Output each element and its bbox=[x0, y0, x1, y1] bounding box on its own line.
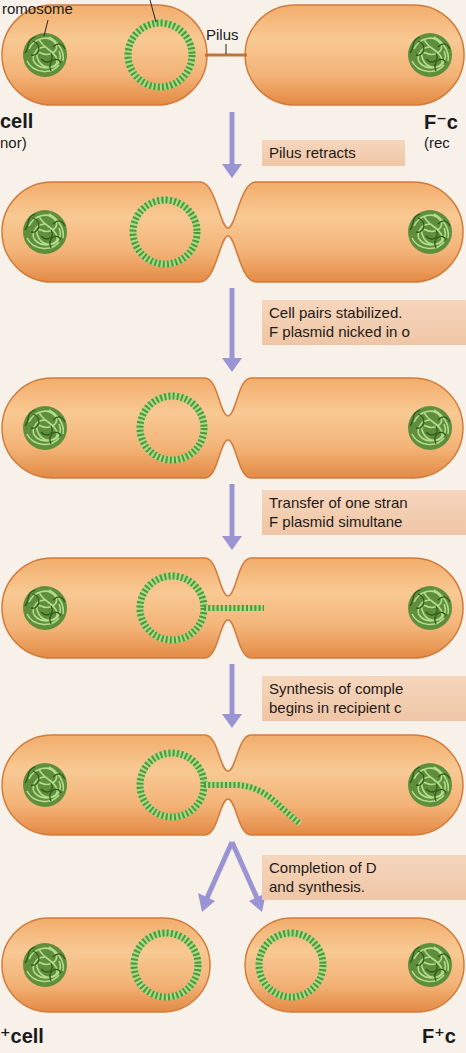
arrow-head bbox=[198, 893, 215, 912]
chromosome bbox=[408, 33, 452, 77]
cell-pair bbox=[2, 558, 463, 658]
f-plasmid bbox=[140, 396, 204, 460]
chromosome bbox=[23, 33, 67, 77]
arrow-head bbox=[222, 358, 242, 372]
transferred-strand bbox=[204, 785, 300, 824]
f-plasmid bbox=[128, 23, 192, 87]
chromosome bbox=[408, 406, 452, 450]
f-plasmid bbox=[259, 933, 323, 997]
transferred-strand bbox=[204, 605, 264, 611]
step-box: Cell pairs stabilized. F plasmid nicked … bbox=[262, 300, 466, 345]
step-text: Completion of D and synthesis. bbox=[269, 858, 391, 896]
chromosome bbox=[23, 943, 67, 987]
arrow-head bbox=[222, 536, 242, 550]
donor-cell bbox=[2, 5, 207, 105]
step-box: Completion of D and synthesis. bbox=[262, 855, 466, 900]
leader-line bbox=[44, 20, 48, 36]
arrow-head bbox=[222, 164, 242, 178]
cell-label: F⁺c bbox=[422, 1024, 456, 1048]
f-plasmid bbox=[140, 576, 204, 640]
donor-cell bbox=[2, 918, 210, 1012]
part-label: romosome bbox=[2, 0, 73, 17]
part-label: nor) bbox=[0, 134, 27, 151]
step-text: Synthesis of comple begins in recipient … bbox=[269, 679, 414, 717]
step-arrow bbox=[207, 842, 232, 898]
cell-pair bbox=[2, 378, 463, 478]
leader-line bbox=[226, 44, 227, 54]
step-text: Transfer of one stran F plasmid simultan… bbox=[269, 493, 414, 531]
step-box: Transfer of one stran F plasmid simultan… bbox=[262, 490, 466, 535]
recipient-cell bbox=[245, 5, 464, 105]
cell-pair bbox=[2, 182, 463, 282]
step-text: Pilus retracts bbox=[269, 143, 399, 162]
f-plasmid bbox=[133, 200, 197, 264]
step-box: Synthesis of comple begins in recipient … bbox=[262, 676, 466, 721]
transferred-strand bbox=[204, 605, 264, 611]
chromosome bbox=[23, 763, 67, 807]
chromosome bbox=[23, 210, 67, 254]
step-text: Cell pairs stabilized. F plasmid nicked … bbox=[269, 303, 411, 341]
transferred-strand bbox=[204, 785, 300, 824]
chromosome bbox=[408, 586, 452, 630]
cell-pair bbox=[2, 735, 463, 835]
step-arrow bbox=[230, 484, 235, 538]
arrow-head bbox=[222, 714, 242, 728]
f-plasmid bbox=[140, 753, 204, 817]
chromosome bbox=[408, 943, 452, 987]
part-label: (rec bbox=[424, 134, 450, 151]
new-donor-cell bbox=[245, 918, 464, 1012]
step-arrow bbox=[230, 288, 235, 360]
cell-label: cell bbox=[0, 110, 33, 133]
cell-label: F⁻c bbox=[424, 110, 458, 134]
step-box: Pilus retracts bbox=[262, 140, 405, 166]
part-label: Pilus bbox=[206, 26, 239, 43]
leader-line bbox=[150, 0, 156, 22]
chromosome bbox=[408, 210, 452, 254]
chromosome bbox=[23, 406, 67, 450]
f-plasmid bbox=[134, 933, 198, 997]
step-arrow bbox=[232, 842, 257, 898]
step-arrow bbox=[230, 664, 235, 716]
chromosome bbox=[23, 586, 67, 630]
step-arrow bbox=[230, 112, 235, 166]
chromosome bbox=[408, 763, 452, 807]
cell-label: ⁺cell bbox=[0, 1024, 44, 1048]
